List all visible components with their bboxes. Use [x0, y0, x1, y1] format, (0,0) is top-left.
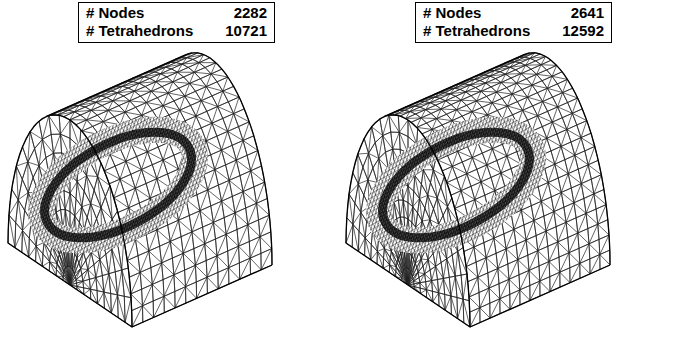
count-label: # Nodes	[86, 4, 202, 22]
count-value: 2282	[216, 4, 267, 22]
refined-mesh-band	[366, 110, 547, 259]
count-value: 2641	[553, 4, 604, 22]
solid-outline	[8, 53, 272, 327]
count-value: 12592	[553, 22, 604, 40]
count-value: 10721	[216, 22, 267, 40]
count-label: # Tetrahedrons	[86, 22, 202, 40]
statistics-box: # Nodes 2641 # Tetrahedrons 12592	[415, 2, 612, 43]
tetrahedral-mesh	[346, 53, 610, 327]
count-label: # Nodes	[423, 4, 539, 22]
count-label: # Tetrahedrons	[423, 22, 539, 40]
statistics-box: # Nodes 2282 # Tetrahedrons 10721	[78, 2, 275, 43]
refined-mesh-band	[28, 110, 209, 259]
solid-outline	[346, 53, 610, 327]
refined-mesh-band	[361, 107, 551, 264]
refined-mesh-band	[23, 107, 213, 264]
tetrahedral-mesh	[8, 53, 272, 327]
